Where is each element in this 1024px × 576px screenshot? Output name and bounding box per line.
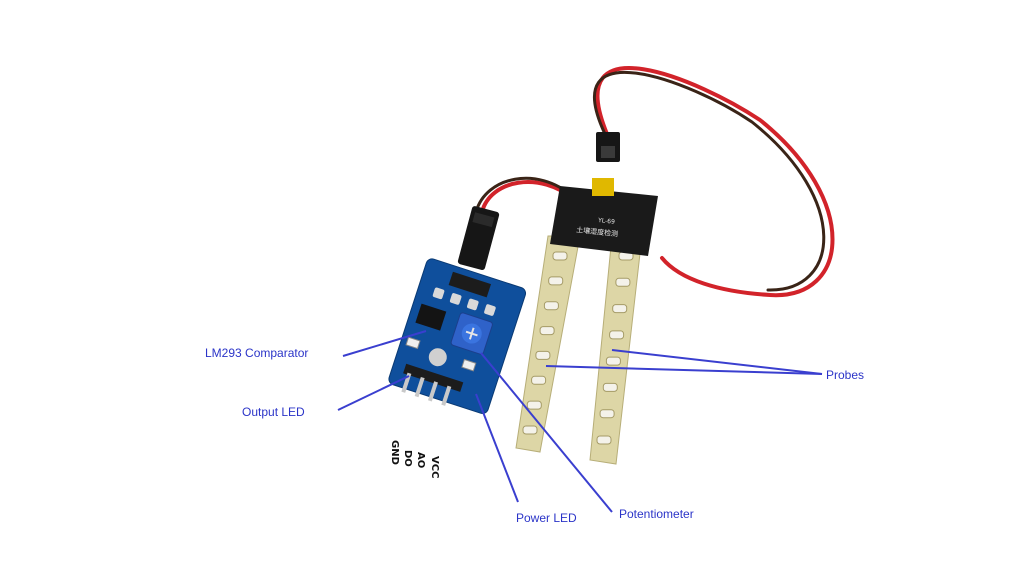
probe-fork	[515, 235, 643, 465]
probe-head-board: YL-69 土壤湿度检测	[550, 178, 658, 256]
output-led-label: Output LED	[242, 405, 305, 419]
probe-trace-dot	[552, 251, 568, 261]
probe-trace-dot	[602, 382, 618, 392]
probe-trace-dot	[531, 375, 547, 385]
power-led-label: Power LED	[516, 511, 577, 525]
connecting-wires	[474, 66, 835, 298]
power-led-component	[461, 358, 477, 372]
probe-trace-dot	[599, 409, 615, 419]
probe-traces	[522, 251, 634, 445]
probes-callout-line-1	[545, 365, 823, 375]
sensor-module-board	[388, 258, 527, 414]
probe-trace-dot	[615, 277, 631, 287]
comparator-callout-line	[342, 330, 427, 357]
probe-trace-dot	[526, 400, 542, 410]
probe-left	[515, 235, 581, 453]
module-header-bottom	[401, 363, 464, 406]
pin-labels: GND DO AO VCC	[389, 440, 440, 478]
red-wire	[595, 66, 835, 298]
probe-trace-dot	[609, 330, 625, 340]
potentiometer-callout-line	[480, 352, 613, 513]
probe-trace-dot	[522, 425, 538, 435]
potentiometer-component	[450, 312, 493, 355]
pin-label-ao: AO	[415, 452, 426, 468]
probe-trace-dot	[612, 304, 628, 314]
power-led-callout-line	[475, 393, 519, 503]
probe-trace-dot	[543, 301, 559, 311]
mount-hole	[428, 348, 447, 367]
probes-callout-line-2	[611, 349, 823, 375]
probe-trace-dot	[535, 350, 551, 360]
output-led-callout-line	[337, 375, 410, 411]
output-led-component	[405, 336, 421, 350]
probes-label: Probes	[826, 368, 865, 382]
lm293-chip	[415, 303, 447, 331]
potentiometer-label: Potentiometer	[619, 507, 694, 521]
jumper-connector-left	[457, 206, 500, 270]
pin-label-vcc: VCC	[429, 456, 440, 478]
probe-trace-dot	[539, 326, 555, 336]
probe-trace-dot	[548, 276, 564, 286]
probe-trace-dot	[596, 435, 612, 445]
module-header-top	[448, 271, 491, 298]
probe-model-label: YL-69	[597, 217, 616, 226]
comparator-label: LM293 Comparator	[205, 346, 309, 360]
jumper-connector-top	[596, 132, 620, 162]
pin-label-do: DO	[402, 450, 413, 467]
callout-lines	[337, 330, 823, 513]
probe-trace-dot	[605, 356, 621, 366]
brown-wire	[592, 70, 826, 292]
solder-pads	[432, 287, 496, 316]
pin-label-gnd: GND	[389, 440, 400, 465]
probe-caption-label: 土壤湿度检测	[576, 225, 619, 238]
